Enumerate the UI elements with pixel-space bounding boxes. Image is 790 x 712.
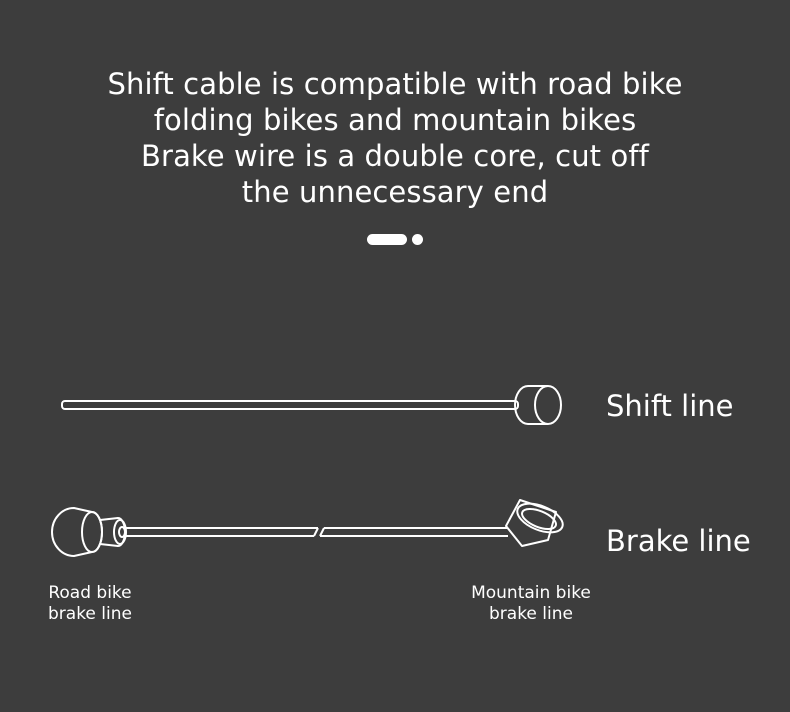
shift-cable-end-ring <box>534 385 549 425</box>
shift-line-label: Shift line <box>606 389 734 423</box>
brake-cable-wire-left <box>126 527 319 537</box>
mountain-bike-head <box>505 499 557 547</box>
road-bike-ferrule-hole <box>118 526 126 538</box>
page-indicator-dot <box>412 234 423 245</box>
road-bike-ferrule <box>99 517 126 547</box>
brake-cable-wire-right <box>319 527 508 537</box>
mountain-bike-label-line-2: brake line <box>489 604 573 624</box>
shift-cable <box>61 385 562 425</box>
shift-cable-wire <box>61 400 519 410</box>
heading-line-4: the unnecessary end <box>241 175 549 209</box>
road-bike-label-line-1: Road bike <box>48 583 132 603</box>
brake-cable <box>51 499 564 557</box>
mountain-bike-head-top <box>516 502 564 534</box>
brake-line-label: Brake line <box>606 524 751 558</box>
heading-line-1: Shift cable is compatible with road bike <box>107 67 683 101</box>
heading-line-3: Brake wire is a double core, cut off <box>141 139 649 173</box>
road-bike-barrel-face <box>81 511 103 553</box>
road-bike-barrel <box>51 507 103 557</box>
mountain-bike-head-top-inner <box>521 507 557 531</box>
heading-text: Shift cable is compatible with road bike… <box>0 66 790 210</box>
page-indicator-active <box>367 234 407 245</box>
road-bike-label: Road bike brake line <box>40 583 140 625</box>
mountain-bike-label-line-1: Mountain bike <box>471 583 591 603</box>
road-bike-label-line-2: brake line <box>48 604 132 624</box>
heading-line-2: folding bikes and mountain bikes <box>153 103 637 137</box>
mountain-bike-label: Mountain bike brake line <box>462 583 600 625</box>
